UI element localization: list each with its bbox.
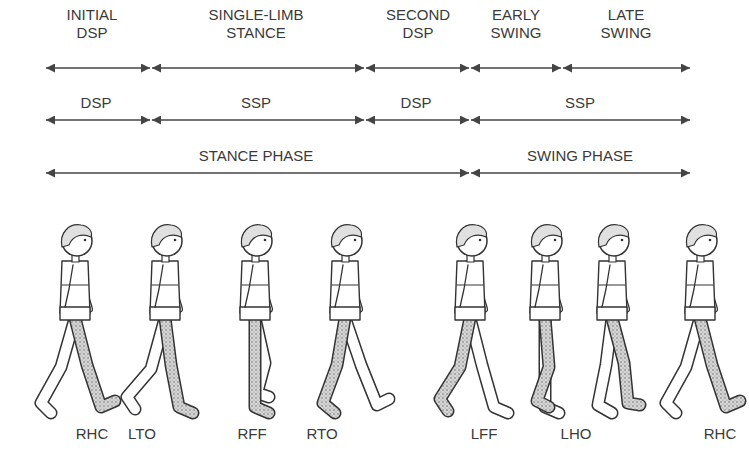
gait-event-label: LHO bbox=[561, 425, 592, 443]
gait-event-label: RHC bbox=[76, 425, 109, 443]
phase-label: SSP bbox=[241, 94, 271, 112]
phase-label: LATE SWING bbox=[590, 6, 662, 42]
gait-event-label: LTO bbox=[128, 425, 156, 443]
phase-label: DSP bbox=[401, 94, 432, 112]
phase-label: INITIAL DSP bbox=[56, 6, 128, 42]
phase-label: DSP bbox=[81, 94, 112, 112]
phase-label: SSP bbox=[565, 94, 595, 112]
phase-label: STANCE PHASE bbox=[199, 147, 314, 165]
phase-label: SINGLE-LIMB STANCE bbox=[196, 6, 316, 42]
gait-event-label: RFF bbox=[237, 425, 266, 443]
phase-label: EARLY SWING bbox=[480, 6, 552, 42]
gait-event-label: LFF bbox=[471, 425, 498, 443]
gait-event-label: RTO bbox=[306, 425, 337, 443]
phase-arrows bbox=[46, 68, 690, 173]
walking-figures bbox=[41, 225, 740, 413]
phase-label: SECOND DSP bbox=[378, 6, 458, 42]
phase-label: SWING PHASE bbox=[527, 147, 633, 165]
gait-event-label: RHC bbox=[704, 425, 737, 443]
